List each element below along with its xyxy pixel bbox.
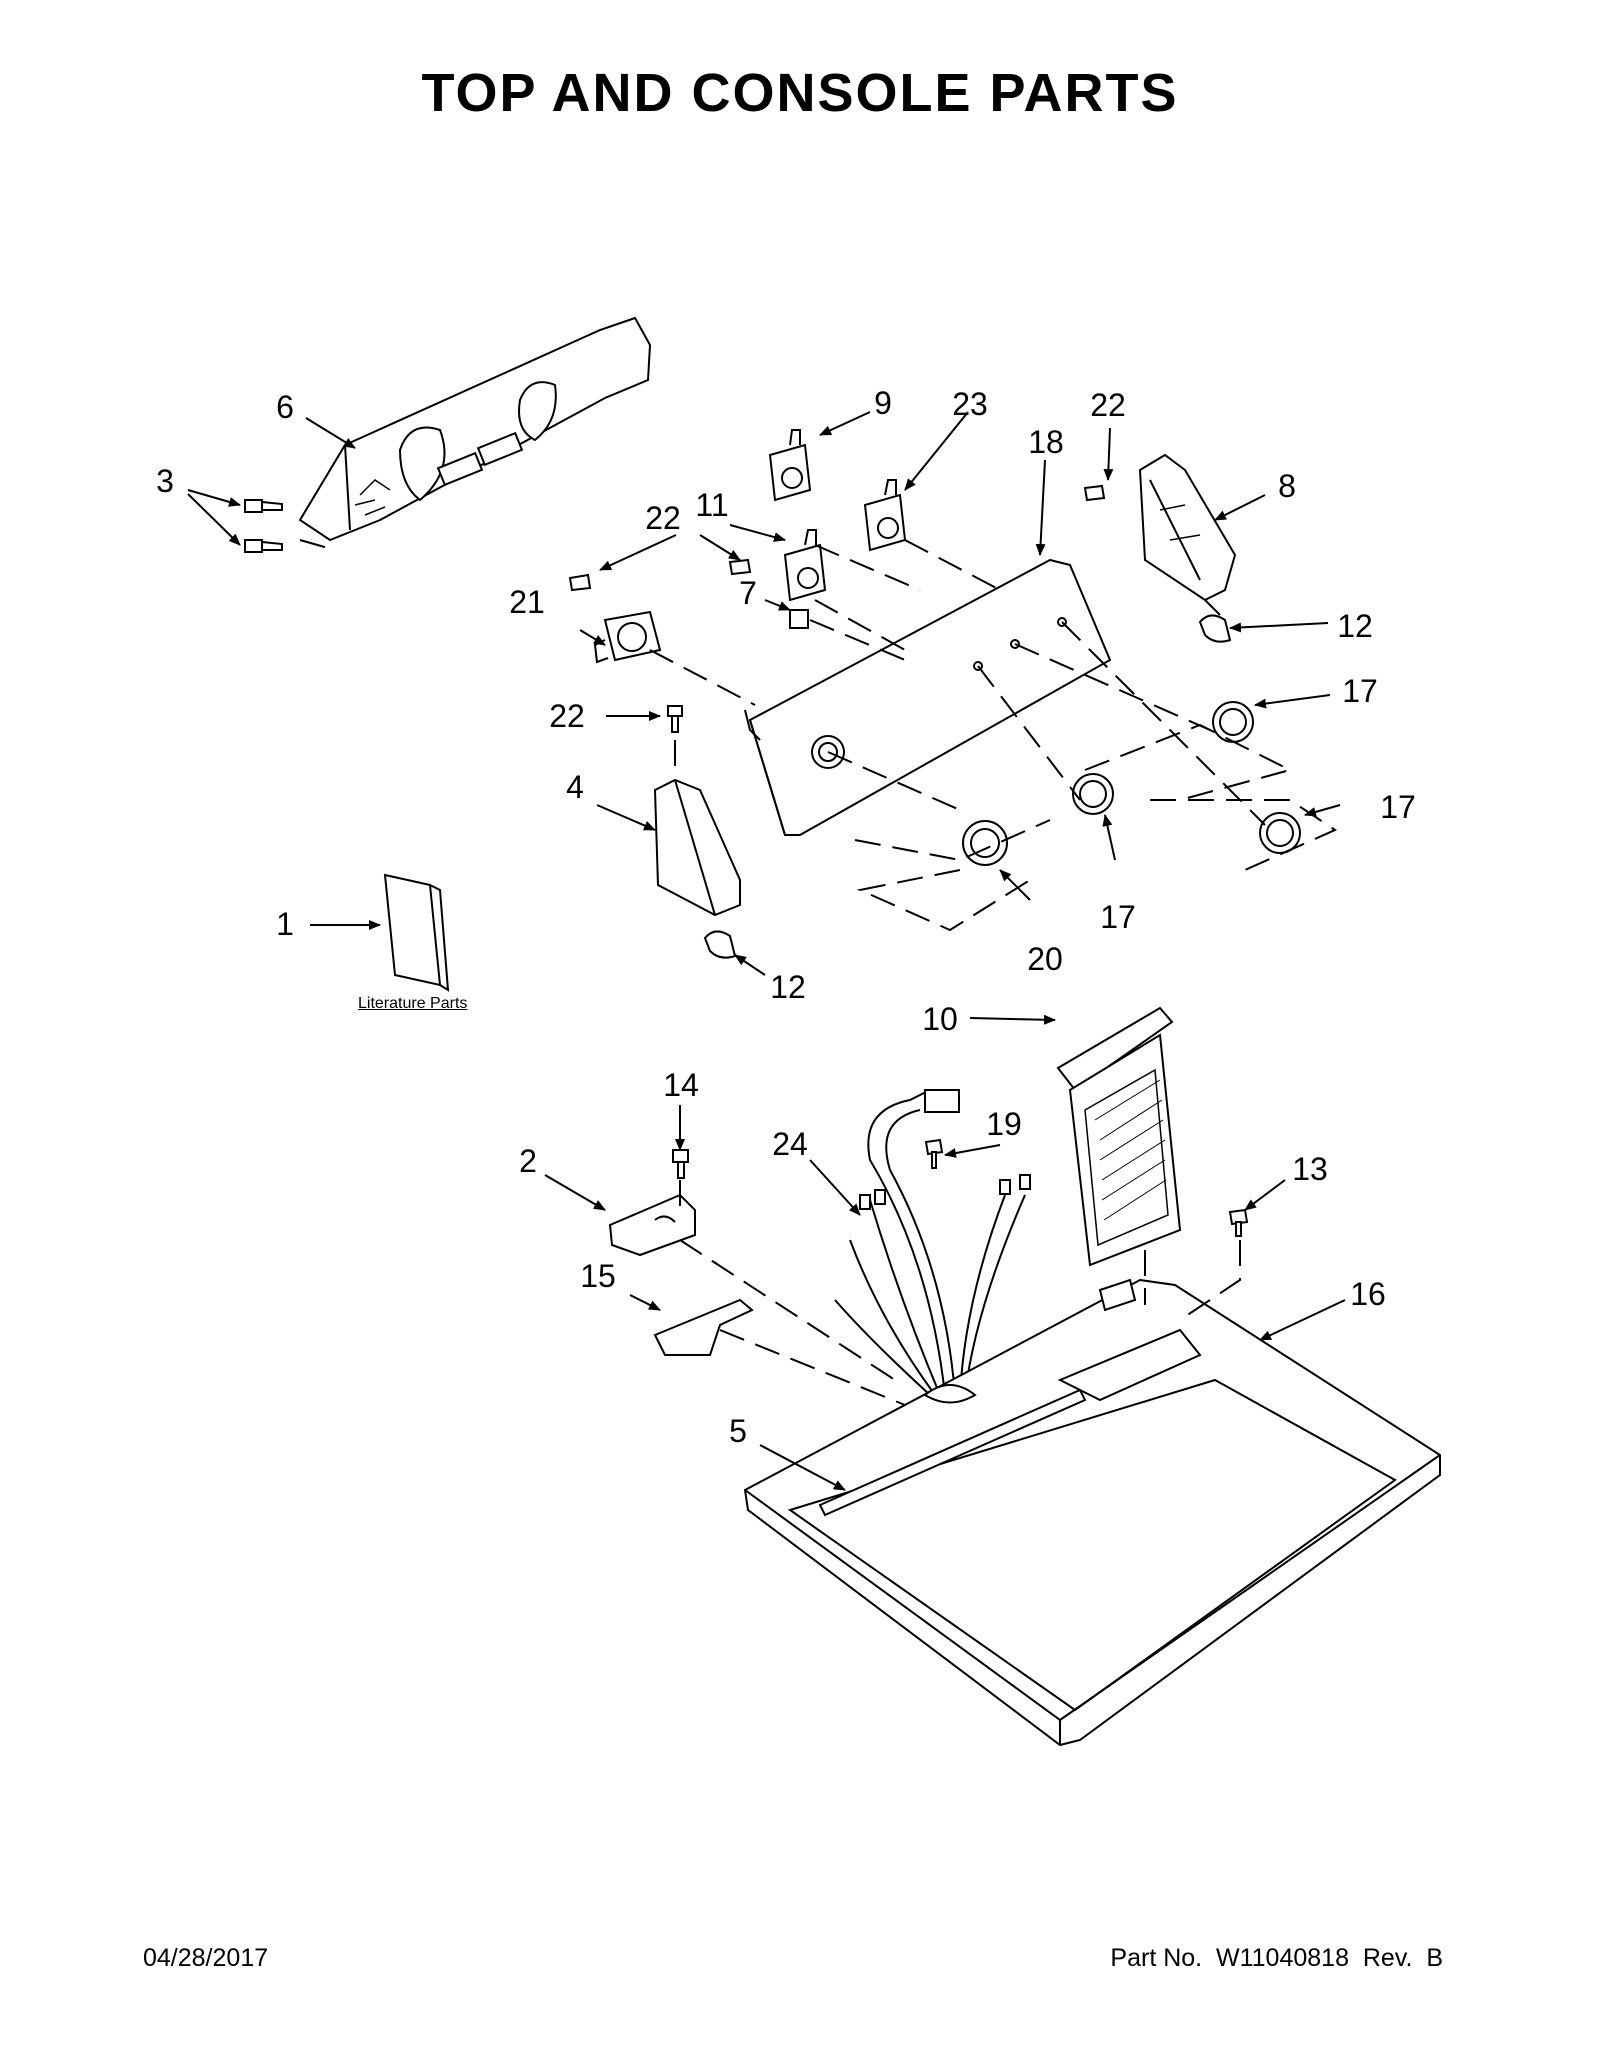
- callout-16: 16: [1350, 1276, 1386, 1312]
- callout-1: 1: [276, 906, 294, 942]
- callout-17-middle: 17: [1100, 899, 1136, 935]
- callout-12-lower: 12: [770, 969, 806, 1005]
- callout-2: 2: [519, 1143, 537, 1179]
- callout-7: 7: [739, 575, 757, 611]
- footer-part-number: Part No. W11040818 Rev. B: [1110, 1944, 1443, 1972]
- callout-17-right: 17: [1380, 789, 1416, 825]
- callout-17-upper: 17: [1342, 673, 1378, 709]
- part-1-literature: [383, 873, 450, 992]
- part-24-wire-harness: [834, 1089, 1031, 1396]
- part-20-knob: [962, 820, 1008, 866]
- callout-10: 10: [922, 1001, 958, 1037]
- part-21-timer: [593, 610, 662, 664]
- part-6-console-rear-panel: [298, 316, 652, 542]
- callout-5: 5: [729, 1413, 747, 1449]
- part-9-switch: [768, 429, 812, 502]
- callout-4: 4: [566, 769, 584, 805]
- leader-arrows: [187, 411, 1346, 1491]
- callout-24: 24: [772, 1126, 808, 1162]
- callout-21: 21: [509, 584, 545, 620]
- part-22-screws: [568, 484, 1106, 733]
- callout-23: 23: [952, 386, 988, 422]
- assembly-lines: [299, 539, 1338, 1406]
- callout-22-right: 22: [1090, 387, 1126, 423]
- callout-6: 6: [276, 389, 294, 425]
- part-23-switch: [863, 479, 907, 552]
- callout-15: 15: [580, 1258, 616, 1294]
- part-19-13-14-screws: [672, 1138, 1249, 1237]
- callout-20: 20: [1027, 941, 1063, 977]
- part-17-knobs: [1072, 701, 1301, 854]
- part-7-clip: [789, 609, 809, 629]
- part-2-15-brackets: [608, 1193, 754, 1356]
- part-10-lint-screen: [1056, 1006, 1182, 1267]
- literature-parts-link[interactable]: Literature Parts: [358, 995, 468, 1012]
- callout-9: 9: [874, 385, 892, 421]
- part-16-top-panel: [743, 1278, 1441, 1747]
- callout-12-upper: 12: [1337, 608, 1373, 644]
- callout-13: 13: [1292, 1151, 1328, 1187]
- part-8-bracket: [1138, 453, 1237, 602]
- part-4-end-cap: [653, 778, 741, 917]
- callout-18: 18: [1028, 424, 1064, 460]
- callout-3: 3: [156, 463, 174, 499]
- footer-date: 04/28/2017: [143, 1944, 269, 1972]
- part-5-strip: [818, 1388, 1087, 1517]
- callout-19: 19: [986, 1106, 1022, 1142]
- callout-22-lower: 22: [549, 698, 585, 734]
- part-3-screws: [244, 499, 283, 553]
- callout-8: 8: [1278, 468, 1296, 504]
- part-18-console-panel: [744, 558, 1112, 836]
- callout-22-left: 22: [645, 500, 681, 536]
- callout-11: 11: [695, 487, 728, 523]
- callout-labels: 1 2 3 4 5 6 7 8 9 10 11 12 12 13 14 15 1…: [156, 385, 1416, 1449]
- callout-14: 14: [663, 1067, 699, 1103]
- page-title: TOP AND CONSOLE PARTS: [421, 63, 1179, 123]
- part-11-switch: [783, 529, 827, 602]
